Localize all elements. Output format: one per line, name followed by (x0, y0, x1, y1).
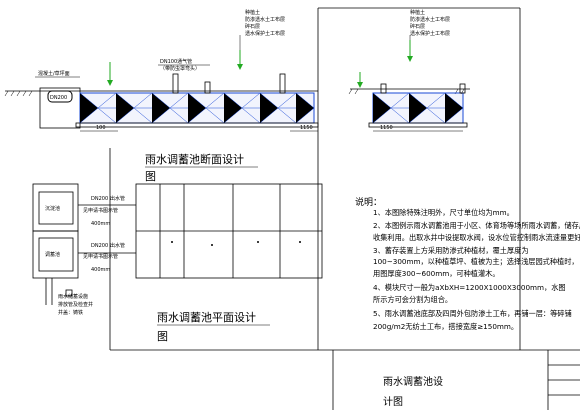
outlet-label-1: 雨水储蓄设施 (58, 293, 88, 300)
plan-title-line1: 雨水调蓄池平面设计 (157, 311, 256, 324)
pipe-bottom-size: DN200 (91, 243, 108, 249)
notes-line-10: 200g/m2无纺土工布，搭接宽度≥150mm。 (373, 322, 518, 331)
notes-line-8: 所示方可会分割为组合。 (373, 295, 452, 304)
plan-view: 沉淀池 调蓄池 DN200 出水管 见申请书图示管 400mm DN200 出水… (32, 183, 323, 343)
chamber-top-label: 沉淀池 (45, 205, 60, 212)
notes-line-3: 收集利用。出取水井中设提取水阀，设水位管控制雨水流速量更好。 (373, 233, 580, 242)
flow-arrows-left (107, 50, 243, 86)
vent-pipe-sub: （带防虫罩弯头） (160, 65, 200, 72)
vent-pipe-label: DN100通气管 (160, 58, 192, 65)
sheet-frame (109, 7, 580, 351)
inlet-pipe (47, 90, 73, 103)
section-layer-l3: 碎石层 (245, 23, 260, 30)
plan-module-marks (171, 241, 301, 246)
pipe-bottom-note: 见申请书图示管 (83, 253, 118, 260)
pipe-top-note: 见申请书图示管 (83, 207, 118, 214)
vent-pipes (172, 73, 286, 94)
section-layer-l2: 防渗透水土工布层 (245, 16, 285, 23)
detail-layer-l2: 防渗透水土工布层 (410, 16, 450, 23)
tank-cross-hatch (79, 92, 315, 124)
pipe-top-size: DN200 (91, 196, 108, 202)
plan-title-line2: 图 (157, 330, 168, 343)
notes-line-5: 100~300mm，以种植草坪、植被为主；选择浅层园式种植时， (373, 257, 579, 266)
section-dim-right: 1150 (300, 125, 313, 131)
plan-module-grid (136, 184, 322, 278)
section-dim-left: 100 (96, 125, 106, 131)
chamber-storage (32, 230, 79, 279)
notes-line-4: 3、蓄存装置上方采用防渗式种植材，覆土厚度为 (373, 246, 529, 255)
tank-base (75, 122, 319, 128)
notes-line-9: 5、雨水调蓄池底部及四周外包防渗土工布，再铺一层：等碎铺 (373, 309, 572, 318)
detail-layer-l1: 种植土 (410, 9, 425, 16)
outlet-label-2: 排放管及检查井 (58, 301, 93, 308)
section-layer-l1: 种植土 (245, 9, 260, 16)
pipe-bottom-len: 400mm (91, 267, 110, 273)
notes-line-7: 4、模块尺寸一般为aXbXH=1200X1000X3000mm，水图 (373, 283, 566, 292)
section-title-line1: 雨水调蓄池断面设计 (145, 152, 244, 166)
pipe-top-len: 400mm (91, 221, 110, 227)
section-layer-l4: 透水保护土工布层 (245, 30, 285, 37)
section-view: 混凝土/草坪面 DN200 DN100通气管 （带防虫罩弯头） (4, 9, 319, 183)
ground-hatch (4, 90, 33, 97)
pipe-bottom-role: 出水管 (110, 242, 125, 249)
detail-dim: 1150 (380, 125, 393, 131)
title-block-line1: 雨水调蓄池设 (383, 375, 443, 388)
section-road-label: 混凝土/草坪面 (38, 70, 70, 77)
section-detail-right: 种植土 防渗透水土工布层 碎石层 透水保护土工布层 1150 (348, 9, 470, 132)
inlet-pipe-label: DN200 (50, 95, 67, 101)
detail-layer-l3: 碎石层 (410, 23, 425, 30)
notes-line-6: 用图厚度300~600mm，可种植灌木。 (373, 269, 500, 278)
section-title-line2: 图 (145, 170, 156, 183)
detail-layer-l4: 透水保护土工布层 (410, 30, 450, 37)
outlet-label-3: 井盖：铸铁 (58, 309, 83, 316)
notes-line-1: 1、本图除特殊注明外，尺寸单位均为mm。 (373, 208, 514, 217)
chamber-bottom-label: 调蓄池 (45, 251, 60, 258)
design-notes: 说明： 1、本图除特殊注明外，尺寸单位均为mm。 2、本图例示雨水调蓄池用于小区… (355, 196, 580, 331)
title-block-line2: 计图 (383, 395, 403, 408)
notes-line-2: 2、本图例示雨水调蓄池用于小区、体育场等场所雨水调蓄，储存后 (373, 221, 580, 230)
notes-heading: 说明： (355, 196, 382, 208)
title-block: 雨水调蓄池设 计图 (332, 350, 580, 410)
pipe-top-role: 出水管 (110, 195, 125, 202)
